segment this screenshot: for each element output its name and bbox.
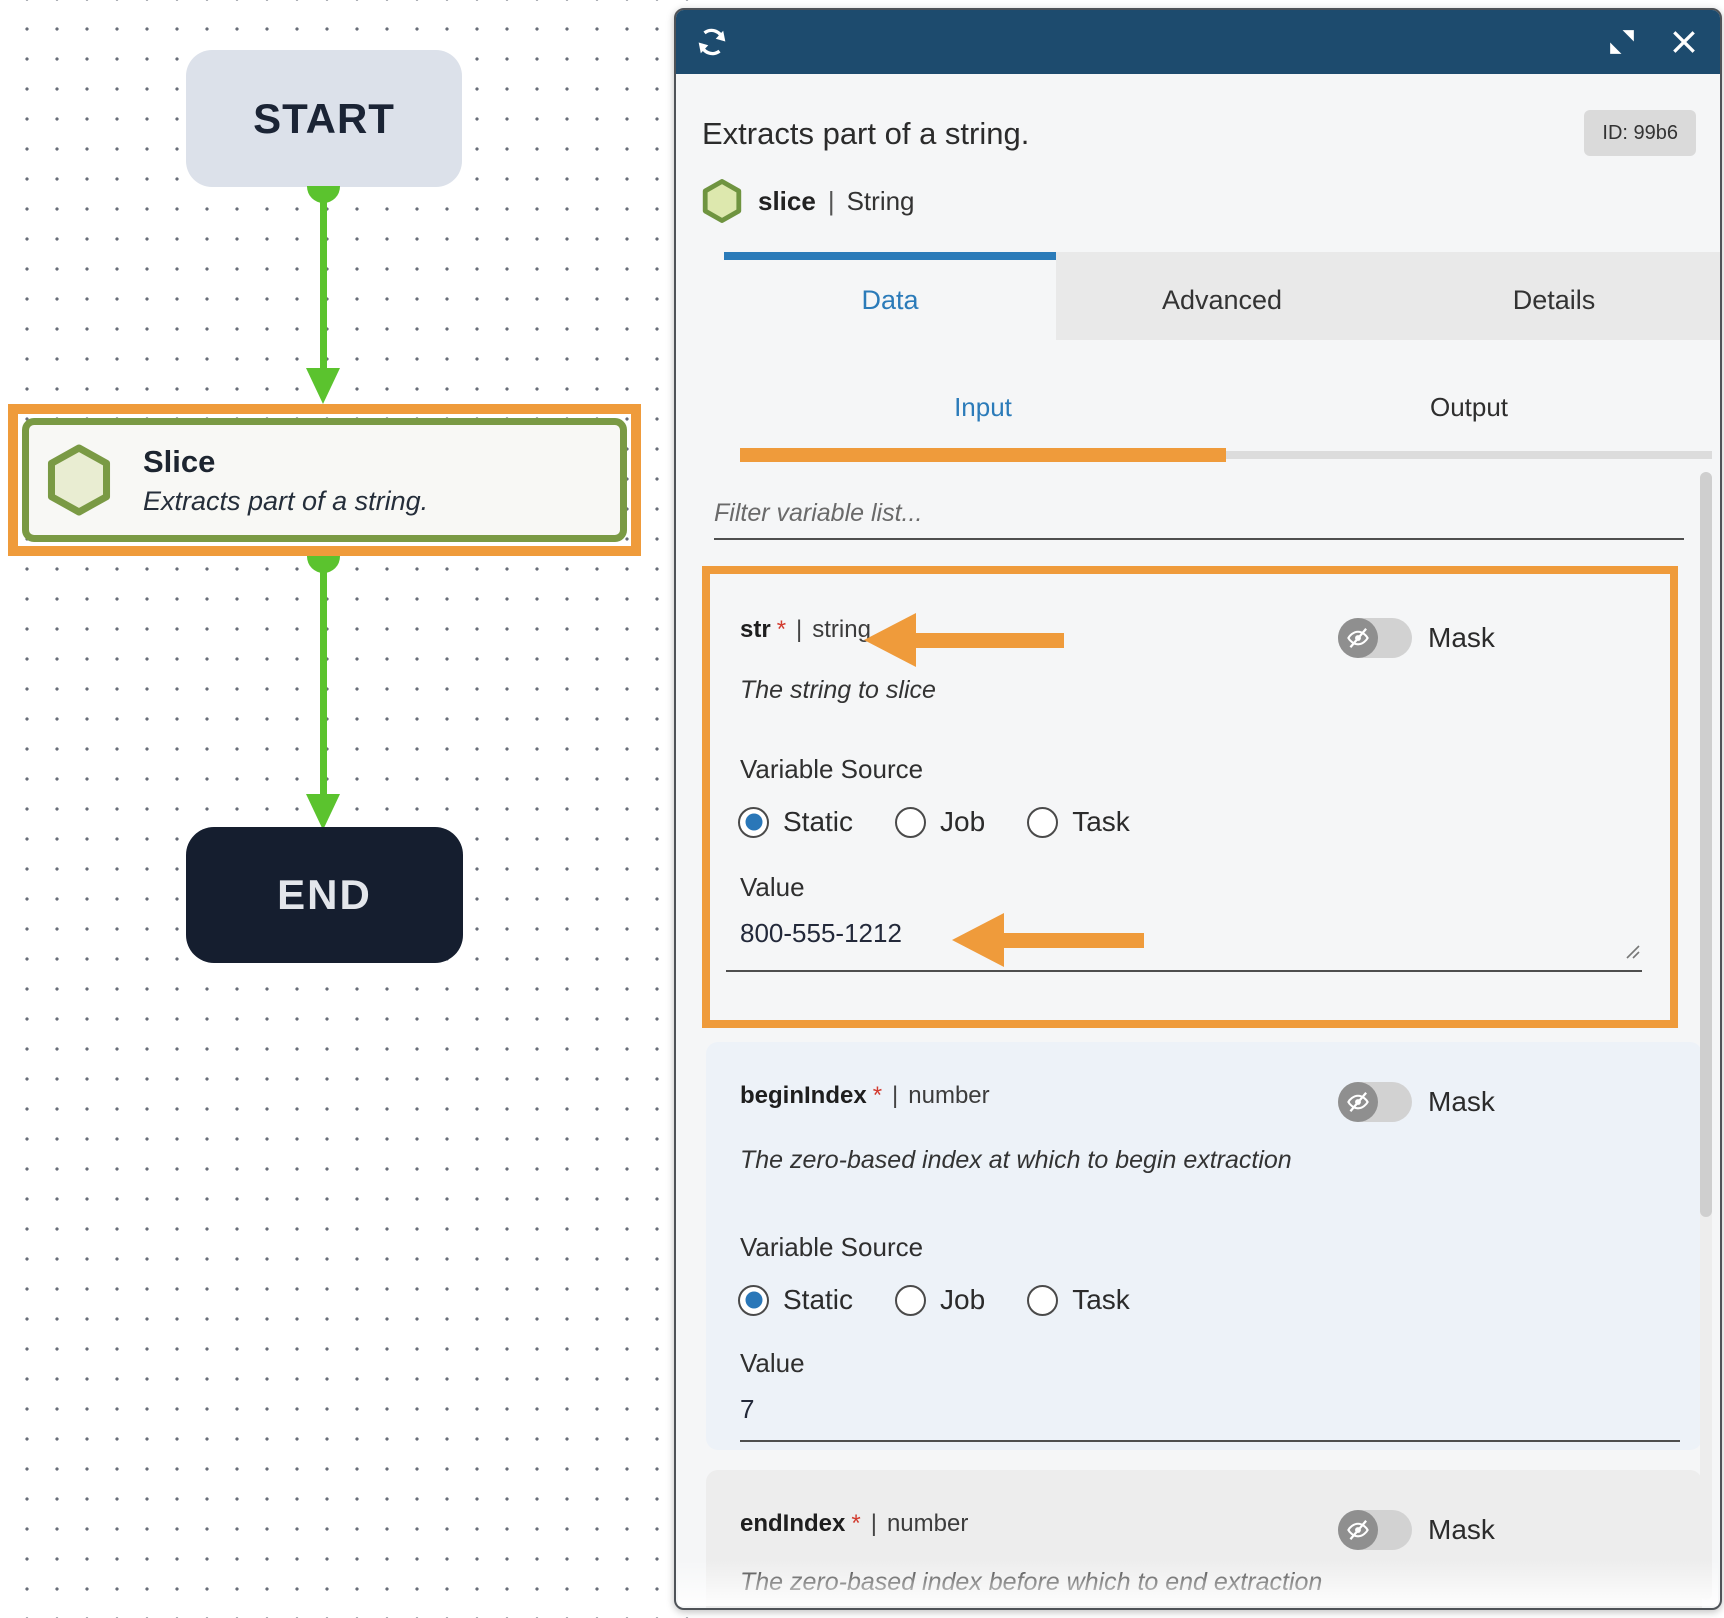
hexagon-icon — [702, 178, 742, 224]
variable-source-radios-beginindex: Static Job Task — [738, 1284, 1158, 1316]
selection-highlight-box — [8, 404, 641, 556]
eye-off-icon — [1338, 1082, 1378, 1122]
param-str-description: The string to slice — [740, 676, 936, 704]
annotation-arrow-value — [952, 913, 1144, 967]
param-card-beginindex — [706, 1042, 1702, 1450]
param-str-label: str * | string — [740, 616, 871, 643]
connector-start-to-slice — [320, 187, 327, 371]
node-name: slice — [758, 185, 816, 216]
mask-control-beginindex: Mask — [1338, 1082, 1495, 1122]
connector-arrowhead — [306, 794, 340, 830]
radio-job[interactable] — [895, 1284, 927, 1316]
expand-icon[interactable] — [1608, 28, 1636, 56]
tab-details[interactable]: Details — [1388, 252, 1720, 340]
name-type-separator: | — [827, 185, 835, 216]
mask-label: Mask — [1428, 1086, 1495, 1117]
connector-slice-to-end — [320, 557, 327, 797]
mask-toggle[interactable] — [1338, 618, 1412, 658]
mask-control-str: Mask — [1338, 618, 1495, 658]
mask-control-endindex: Mask — [1338, 1510, 1495, 1550]
param-endindex-label: endIndex * | number — [740, 1510, 969, 1537]
start-node-label: START — [253, 94, 395, 142]
filter-variable-input[interactable] — [714, 488, 1684, 540]
close-icon[interactable] — [1670, 28, 1698, 56]
required-asterisk: * — [872, 1082, 883, 1109]
param-beginindex-description: The zero-based index at which to begin e… — [740, 1146, 1292, 1174]
variable-source-label: Variable Source — [740, 1232, 924, 1262]
mask-label: Mask — [1428, 1514, 1495, 1545]
variable-source-label: Variable Source — [740, 754, 924, 784]
scrollbar-thumb[interactable] — [1700, 472, 1712, 1217]
eye-off-icon — [1338, 1510, 1378, 1550]
tab-advanced[interactable]: Advanced — [1056, 252, 1388, 340]
value-label: Value — [740, 872, 805, 902]
start-node[interactable]: START — [186, 50, 462, 187]
refresh-icon[interactable] — [696, 26, 728, 58]
node-detail-panel: Extracts part of a string. ID: 99b6 slic… — [674, 8, 1722, 1610]
node-identity-row: slice | String — [702, 176, 915, 226]
mask-toggle[interactable] — [1338, 1082, 1412, 1122]
eye-off-icon — [1338, 618, 1378, 658]
required-asterisk: * — [851, 1510, 861, 1537]
hexagon-icon — [47, 443, 111, 517]
radio-task[interactable] — [1027, 806, 1059, 838]
io-subtabstrip: Input Output — [740, 352, 1712, 462]
node-type: String — [846, 185, 915, 216]
subtab-input[interactable]: Input — [740, 352, 1226, 462]
main-tabstrip: Data Advanced Details — [724, 252, 1720, 340]
node-description-title: Extracts part of a string. — [702, 116, 1030, 151]
str-value-textarea[interactable]: 800-555-1212 — [726, 918, 1642, 972]
radio-static[interactable] — [738, 806, 769, 838]
workflow-canvas[interactable]: START Slice Extracts part of a string. E… — [0, 0, 690, 1618]
slice-node-subtitle: Extracts part of a string. — [143, 485, 429, 516]
mask-toggle[interactable] — [1338, 1510, 1412, 1550]
connector-arrowhead — [306, 368, 340, 404]
param-endindex-description: The zero-based index before which to end… — [740, 1568, 1323, 1596]
str-highlight-box — [702, 566, 1678, 1028]
slice-node-title: Slice — [143, 443, 216, 479]
mask-label: Mask — [1428, 622, 1495, 653]
panel-titlebar — [676, 10, 1720, 74]
param-beginindex-label: beginIndex * | number — [740, 1082, 990, 1109]
beginindex-value-input[interactable]: 7 — [740, 1394, 1680, 1442]
radio-static[interactable] — [738, 1284, 769, 1316]
required-asterisk: * — [776, 616, 787, 643]
radio-job[interactable] — [895, 806, 927, 838]
value-label: Value — [740, 1348, 805, 1378]
tab-data[interactable]: Data — [724, 252, 1056, 340]
variable-source-radios-str: Static Job Task — [738, 806, 1158, 838]
slice-node[interactable]: Slice Extracts part of a string. — [22, 418, 627, 542]
subtab-output[interactable]: Output — [1226, 352, 1712, 462]
annotation-arrow-str — [864, 613, 1064, 667]
end-node-label: END — [277, 871, 372, 918]
end-node[interactable]: END — [186, 827, 463, 963]
node-id-badge: ID: 99b6 — [1584, 110, 1696, 156]
resize-handle-icon[interactable] — [1624, 935, 1640, 966]
radio-task[interactable] — [1027, 1284, 1059, 1316]
